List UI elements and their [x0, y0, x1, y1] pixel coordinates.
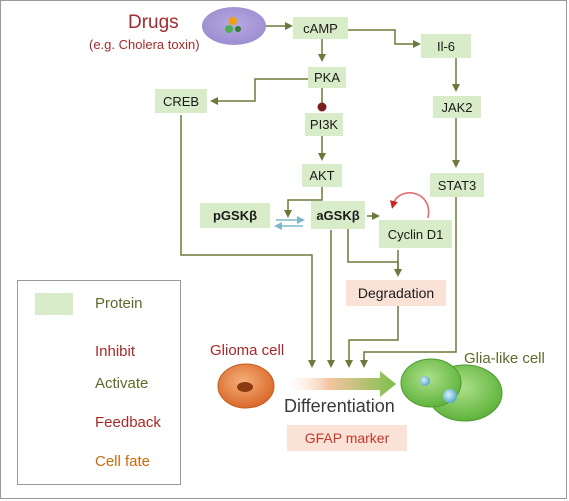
pka-node: PKA — [308, 67, 346, 88]
legend-inhibit-label: Inhibit — [95, 343, 136, 360]
creb-node: CREB — [155, 89, 207, 113]
glia-like-cell-label: Glia-like cell — [464, 350, 545, 367]
gfap-marker-box: GFAP marker — [287, 425, 407, 451]
drugs-subtitle: (e.g. Cholera toxin) — [89, 37, 200, 52]
agsk-node: aGSKβ — [311, 201, 365, 229]
legend: Protein Inhibit Activate Feedback Cell f… — [17, 280, 181, 485]
drugs-title: Drugs — [128, 12, 179, 33]
feedback-arc — [390, 192, 430, 219]
protein-legend-swatch — [35, 293, 73, 315]
pgsk-node: pGSKβ — [200, 203, 270, 228]
inhibit-dot — [317, 102, 327, 112]
drug-molecule-icon — [229, 17, 237, 25]
differentiation-arrow — [285, 371, 396, 397]
degradation-box: Degradation — [346, 280, 446, 306]
legend-feedback-label: Feedback — [95, 414, 161, 431]
glioma-cell-label: Glioma cell — [210, 342, 285, 359]
stat3-node: STAT3 — [430, 173, 484, 197]
akt-node: AKT — [302, 164, 342, 187]
legend-protein-label: Protein — [95, 295, 143, 312]
camp-node: cAMP — [293, 17, 348, 39]
drug-ellipse — [202, 7, 266, 45]
legend-activate-label: Activate — [95, 375, 149, 392]
jak2-node: JAK2 — [433, 96, 481, 118]
legend-cell-fate-label: Cell fate — [95, 453, 151, 470]
il6-node: Il-6 — [421, 34, 471, 58]
differentiation-label: Differentiation — [284, 396, 395, 416]
pi3k-node: PI3K — [305, 113, 343, 136]
cyclin-d1-node: Cyclin D1 — [379, 220, 452, 248]
